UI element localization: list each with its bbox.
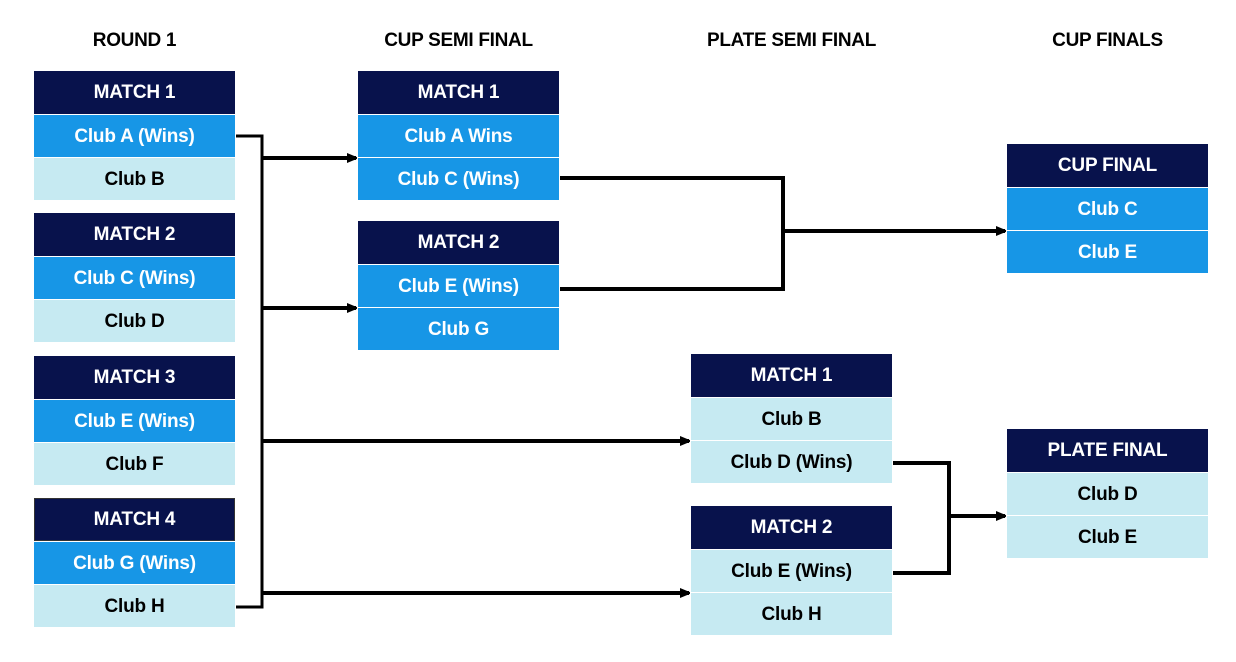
match-header: MATCH 3 bbox=[34, 356, 235, 399]
round1-match-3: MATCH 3 Club E (Wins) Club F bbox=[34, 356, 235, 485]
round1-match-4: MATCH 4 Club G (Wins) Club H bbox=[34, 498, 235, 627]
column-title-round-1: ROUND 1 bbox=[92, 30, 177, 51]
round1-match-2: MATCH 2 Club C (Wins) Club D bbox=[34, 213, 235, 342]
team-row: Club D (Wins) bbox=[691, 440, 892, 483]
match-header: MATCH 1 bbox=[34, 71, 235, 114]
match-header: MATCH 2 bbox=[691, 506, 892, 549]
match-header: MATCH 2 bbox=[34, 213, 235, 256]
connector-plate-semi-bracket bbox=[893, 461, 951, 575]
match-header: PLATE FINAL bbox=[1007, 429, 1208, 472]
team-row: Club H bbox=[691, 592, 892, 635]
cup-semi-match-2: MATCH 2 Club E (Wins) Club G bbox=[358, 221, 559, 350]
match-header: MATCH 1 bbox=[358, 71, 559, 114]
connector-round1-bracket bbox=[236, 134, 264, 609]
match-header: CUP FINAL bbox=[1007, 144, 1208, 187]
plate-semi-match-1: MATCH 1 Club B Club D (Wins) bbox=[691, 354, 892, 483]
column-title-cup-finals: CUP FINALS bbox=[1052, 30, 1163, 51]
match-header: MATCH 2 bbox=[358, 221, 559, 264]
match-header: MATCH 4 bbox=[34, 498, 235, 541]
team-row: Club E (Wins) bbox=[691, 549, 892, 592]
plate-semi-match-2: MATCH 2 Club E (Wins) Club H bbox=[691, 506, 892, 635]
team-row: Club C (Wins) bbox=[358, 157, 559, 200]
column-title-plate-semi-final: PLATE SEMI FINAL bbox=[706, 30, 876, 51]
connector-cup-semi-bracket bbox=[560, 176, 785, 291]
team-row: Club B bbox=[691, 397, 892, 440]
team-row: Club G (Wins) bbox=[34, 541, 235, 584]
team-row: Club C bbox=[1007, 187, 1208, 230]
cup-semi-match-1: MATCH 1 Club A Wins Club C (Wins) bbox=[358, 71, 559, 200]
team-row: Club D bbox=[34, 299, 235, 342]
team-row: Club E bbox=[1007, 515, 1208, 558]
team-row: Club F bbox=[34, 442, 235, 485]
team-row: Club A (Wins) bbox=[34, 114, 235, 157]
team-row: Club A Wins bbox=[358, 114, 559, 157]
team-row: Club B bbox=[34, 157, 235, 200]
cup-final: CUP FINAL Club C Club E bbox=[1007, 144, 1208, 273]
team-row: Club E bbox=[1007, 230, 1208, 273]
match-header: MATCH 1 bbox=[691, 354, 892, 397]
team-row: Club E (Wins) bbox=[34, 399, 235, 442]
plate-final: PLATE FINAL Club D Club E bbox=[1007, 429, 1208, 558]
team-row: Club D bbox=[1007, 472, 1208, 515]
round1-match-1: MATCH 1 Club A (Wins) Club B bbox=[34, 71, 235, 200]
team-row: Club E (Wins) bbox=[358, 264, 559, 307]
team-row: Club H bbox=[34, 584, 235, 627]
team-row: Club G bbox=[358, 307, 559, 350]
team-row: Club C (Wins) bbox=[34, 256, 235, 299]
column-title-cup-semi-final: CUP SEMI FINAL bbox=[384, 30, 533, 51]
